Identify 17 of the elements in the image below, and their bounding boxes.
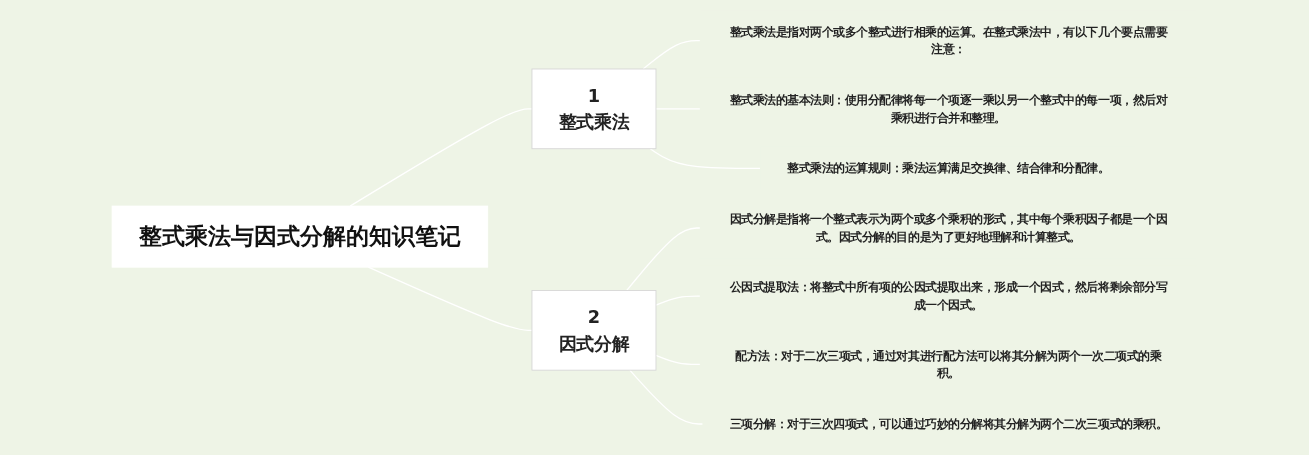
connector [655, 354, 702, 365]
connector [626, 226, 702, 291]
connector [649, 147, 762, 169]
node-box: 2 因式分解 [531, 289, 657, 371]
node-text: 公因式提取法：将整式中所有项的公因式提取出来，形成一个因式，然后将剩余部分写成一个因式。 [729, 280, 1168, 311]
node-text: 因式分解是指将一个整式表示为两个或多个乘积的形式，其中每个乘积因子都是一个因式。因式分解的目的是为了更好地理解和计算整式。 [729, 211, 1168, 243]
node-text: 整式乘法是指对两个或多个整式进行相乘的运算。在整式乘法中，有以下几个要点需要注意： [729, 24, 1168, 56]
connector [655, 295, 702, 306]
node-box: 1 整式乘法 [531, 68, 657, 149]
connector [642, 39, 702, 70]
connector [368, 266, 533, 331]
connector [629, 369, 704, 425]
node-text: 配方法：对于二次三项式，通过对其进行配方法可以将其分解为两个一次二项式的乘积。 [735, 348, 1162, 379]
node-text: 三项分解：对于三次四项式，可以通过巧妙的分解将其分解为两个二次三项式的乘积。 [729, 416, 1168, 430]
node-text: 整式乘法的运算规则：乘法运算满足交换律、结合律和分配律。 [787, 161, 1110, 175]
node-text: 整式乘法的基本法则：使用分配律将每一个项逐一乘以另一个整式中的每一项，然后对乘积进行合并和整理。 [729, 92, 1168, 124]
node-box: 整式乘法与因式分解的知识笔记 [111, 205, 489, 268]
